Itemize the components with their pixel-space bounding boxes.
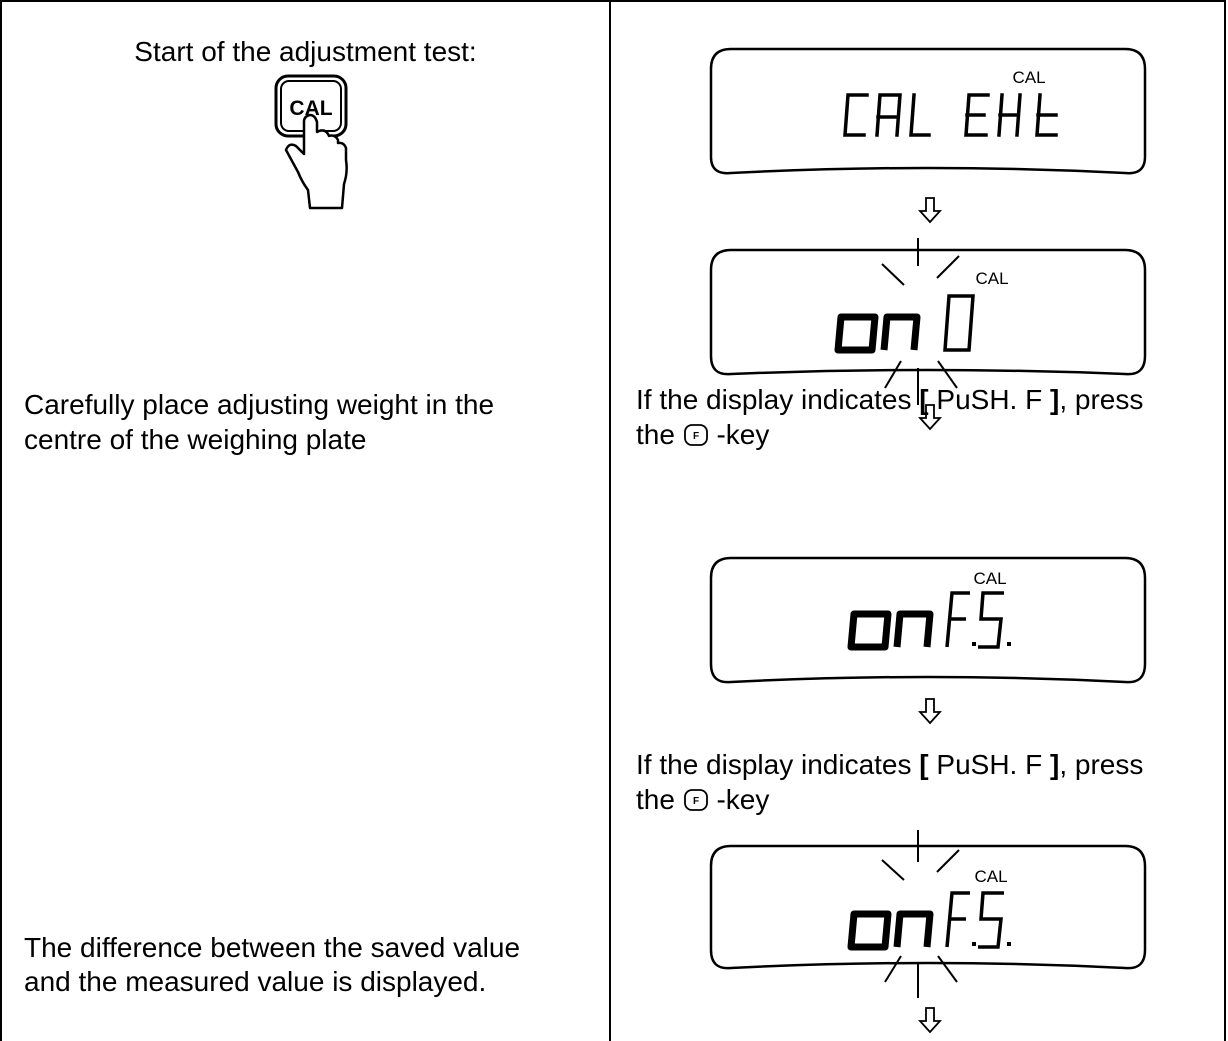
cal-key-icon: CAL [268,72,354,214]
lcd-cal-indicator: CAL [1012,68,1045,87]
push-f-instruction-line1: If the display indicates [ PuSH. F ], pr… [636,384,1144,415]
svg-text:F: F [693,796,699,807]
down-arrow-icon [917,403,943,431]
lcd-cal-indicator: CAL [975,269,1008,288]
lcd-display-on-fs: CAL [707,556,1149,686]
push-f-instruction-line1: If the display indicates [ PuSH. F ], pr… [636,749,1144,780]
difference-line1: The difference between the saved value [24,932,521,963]
down-arrow-icon [917,1006,943,1034]
place-weight-line2: centre of the weighing plate [24,424,367,455]
lcd-cal-indicator: CAL [973,569,1006,588]
lcd-cal-indicator: CAL [974,867,1007,886]
lcd-display-cal-ext: CAL [707,45,1149,177]
push-f-instruction-line2: the F -key [636,419,770,450]
f-key-icon: F [683,786,709,811]
push-f-instruction-line2: the F -key [636,784,770,815]
start-instruction: Start of the adjustment test: [134,36,477,67]
down-arrow-icon [917,196,943,224]
lcd-display-on-0: CAL [707,238,1149,408]
blink-rays [881,238,960,405]
difference-line2: and the measured value is displayed. [24,966,487,997]
column-divider [609,0,611,1041]
place-weight-line1: Carefully place adjusting weight in the [24,389,495,420]
lcd-display-on-fs-blinking: CAL [707,830,1149,1000]
cal-key-label: CAL [289,97,332,120]
blink-rays [881,830,960,998]
f-key-icon: F [683,421,709,446]
svg-text:F: F [693,431,699,442]
down-arrow-icon [917,697,943,725]
